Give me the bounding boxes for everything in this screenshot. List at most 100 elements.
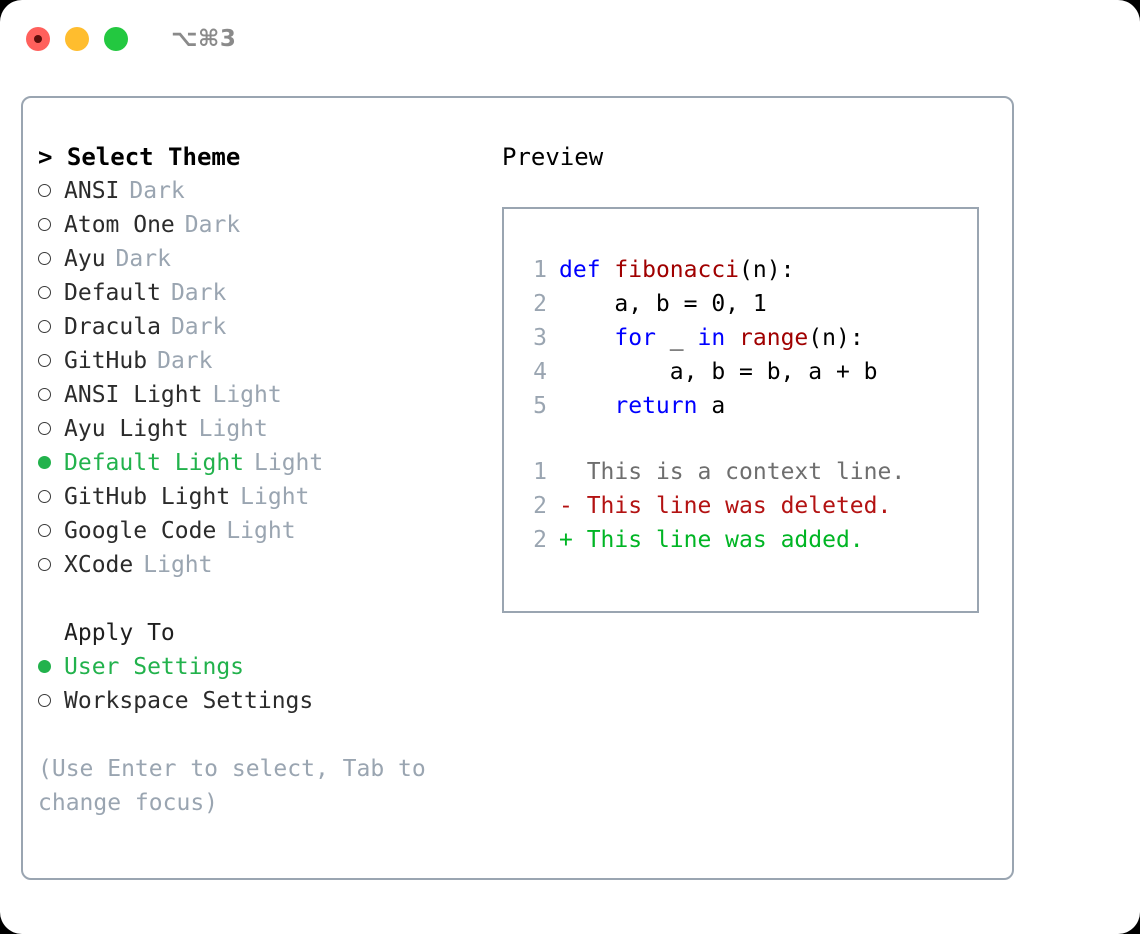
close-button-icon[interactable]	[26, 27, 50, 51]
theme-option-variant-tag: Light	[240, 484, 310, 510]
code-token-plain: a, b = b, a + b	[559, 359, 878, 385]
code-token-plain	[559, 325, 614, 351]
radio-dot	[38, 558, 51, 571]
code-token-plain: _	[655, 325, 698, 351]
theme-option-variant-tag: Dark	[115, 246, 171, 272]
radio-selected-icon	[38, 446, 64, 480]
apply-to-option[interactable]: User Settings	[38, 650, 498, 684]
radio-unselected-icon	[38, 514, 64, 548]
radio-unselected-icon	[38, 378, 64, 412]
theme-option-variant-tag: Dark	[157, 348, 213, 374]
diff-marker	[559, 455, 587, 489]
radio-selected-icon	[38, 650, 64, 684]
code-line-number: 5	[533, 393, 547, 419]
radio-unselected-icon	[38, 480, 64, 514]
radio-dot	[38, 388, 51, 401]
apply-to-option[interactable]: Workspace Settings	[38, 684, 498, 718]
radio-unselected-icon	[38, 242, 64, 276]
diff-marker: +	[559, 527, 587, 553]
recording-dot-icon	[34, 35, 42, 43]
theme-option[interactable]: Default Dark	[38, 276, 498, 310]
minimize-button-icon[interactable]	[65, 27, 89, 51]
theme-option[interactable]: Ayu Dark	[38, 242, 498, 276]
preview-title: Preview	[502, 143, 604, 171]
code-line-number: 4	[533, 359, 547, 385]
code-token-plain	[725, 325, 739, 351]
title-bar: ⌥⌘3	[0, 0, 1140, 78]
theme-option-label: Dracula	[64, 314, 161, 340]
apply-to-header: Apply To	[64, 620, 175, 646]
code-token-keyword: return	[614, 393, 698, 419]
radio-unselected-icon	[38, 276, 64, 310]
radio-unselected-icon	[38, 412, 64, 446]
code-token-plain: (n):	[808, 325, 864, 351]
radio-dot	[38, 456, 51, 469]
keyboard-shortcut-label: ⌥⌘3	[171, 26, 237, 52]
code-token-keyword: in	[697, 325, 726, 351]
window-controls	[26, 27, 128, 51]
code-token-plain	[559, 393, 614, 419]
code-line: 3 for _ in range(n):	[521, 321, 971, 355]
apply-to-option-label: Workspace Settings	[64, 688, 314, 714]
code-token-plain: (n):	[739, 257, 795, 283]
theme-option-label: Atom One	[64, 212, 175, 238]
theme-option-label: Default Light	[64, 450, 245, 476]
theme-option-label: ANSI Light	[64, 382, 203, 408]
theme-option-label: Ayu	[64, 246, 106, 272]
code-line-content: a, b = 0, 1	[559, 287, 766, 321]
radio-unselected-icon	[38, 208, 64, 242]
radio-dot	[38, 184, 51, 197]
diff-line-number: 2	[533, 493, 547, 519]
code-token-keyword: def	[559, 257, 601, 283]
diff-line-number: 1	[533, 459, 547, 485]
theme-option-variant-tag: Light	[226, 518, 296, 544]
list-spacer	[38, 582, 498, 616]
diff-line-text: This is a context line.	[586, 459, 906, 485]
code-line-content: return a	[559, 389, 725, 423]
code-diff-separator	[521, 423, 971, 455]
code-token-function: range	[739, 325, 809, 351]
radio-dot	[38, 218, 51, 231]
diff-line: 2 + This line was added.	[521, 523, 971, 557]
radio-unselected-icon	[38, 174, 64, 208]
radio-unselected-icon	[38, 548, 64, 582]
radio-dot	[38, 660, 51, 673]
code-line-content: def fibonacci(n):	[559, 253, 794, 287]
theme-option-variant-tag: Dark	[129, 178, 185, 204]
diff-line-number: 2	[533, 527, 547, 553]
theme-option-label: Default	[64, 280, 161, 306]
code-line: 4 a, b = b, a + b	[521, 355, 971, 389]
code-token-plain	[601, 257, 615, 283]
theme-option[interactable]: ANSI Light Light	[38, 378, 498, 412]
code-line-content: a, b = b, a + b	[559, 355, 878, 389]
code-token-plain: a	[697, 393, 726, 419]
radio-dot	[38, 286, 51, 299]
diff-line-text: This line was added.	[586, 527, 864, 553]
code-token-keyword: for	[614, 325, 656, 351]
maximize-button-icon[interactable]	[104, 27, 128, 51]
diff-line: 2- This line was deleted.	[521, 489, 971, 523]
radio-dot	[38, 252, 51, 265]
radio-dot	[38, 422, 51, 435]
diff-block: 1 This is a context line. 2- This line wa…	[521, 455, 971, 557]
theme-option-variant-tag: Light	[212, 382, 282, 408]
keyboard-hint-text: (Use Enter to select, Tab to change focu…	[38, 756, 440, 816]
radio-dot	[38, 694, 51, 707]
theme-option-variant-tag: Dark	[170, 280, 227, 306]
